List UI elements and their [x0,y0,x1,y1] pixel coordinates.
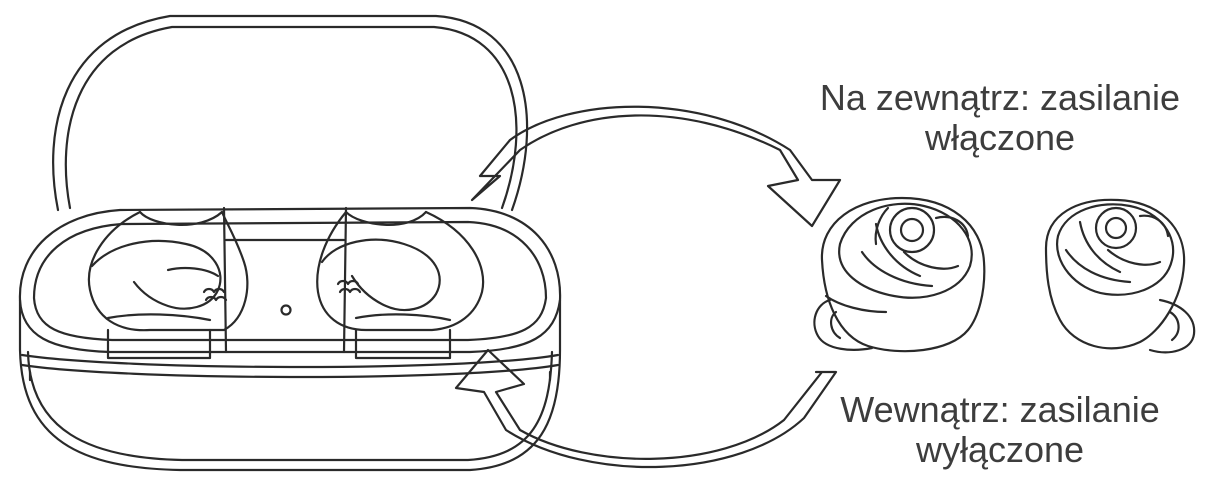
case-lid [53,16,527,210]
led-indicator-icon [282,306,291,315]
caption-in-case: Wewnątrz: zasilanie wyłączone [800,390,1200,470]
caption-out-of-case-line2: włączone [790,118,1210,158]
charging-case-icon [20,16,560,470]
case-deck [20,208,560,352]
case-body [20,300,560,470]
case-center-panel [224,208,346,352]
caption-out-of-case-line1: Na zewnątrz: zasilanie [790,78,1210,118]
caption-out-of-case: Na zewnątrz: zasilanie włączone [790,78,1210,158]
curved-arrow-in-icon [456,350,836,467]
caption-in-case-line2: wyłączone [800,430,1200,470]
case-right-cradle [317,212,483,358]
caption-in-case-line1: Wewnątrz: zasilanie [800,390,1200,430]
earbud-left-icon [814,198,984,351]
earbud-right-icon [1046,200,1194,352]
